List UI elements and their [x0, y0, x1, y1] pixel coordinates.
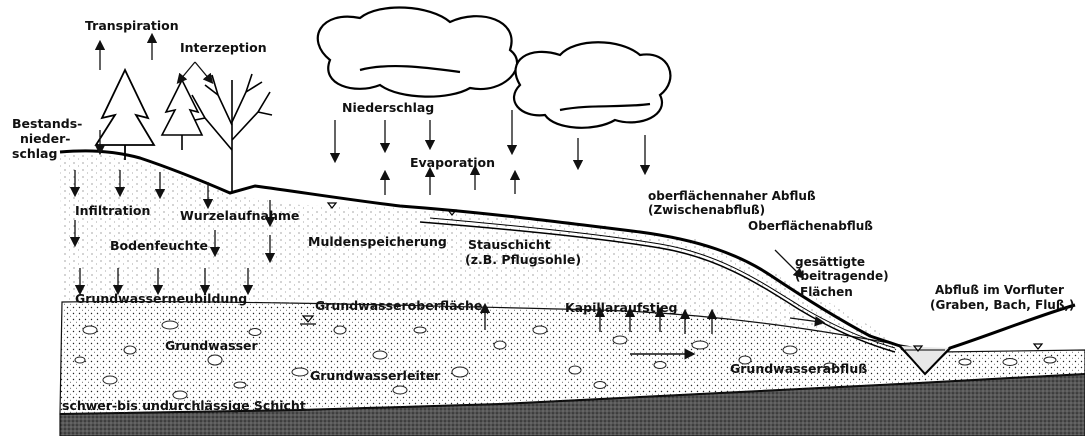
label-stauschicht-1: Stauschicht	[468, 237, 551, 252]
label-grundwasserabfluss: Grundwasserabfluß	[730, 361, 867, 376]
label-gw-oberflaeche: Grundwasseroberfläche	[315, 298, 482, 313]
label-grundwasserleiter: Grundwasserleiter	[310, 368, 441, 383]
label-bestand-3: schlag	[12, 146, 57, 161]
label-stauschicht-2: (z.B. Pflugsohle)	[465, 252, 581, 267]
label-grundwasser: Grundwasser	[165, 338, 259, 353]
label-wurzelaufnahme: Wurzelaufnahme	[180, 208, 299, 223]
label-kapillaraufstieg: Kapillaraufstieg	[565, 300, 677, 315]
label-gesaettigt-1: gesättigte	[795, 255, 865, 269]
label-gw-neubildung: Grundwasserneubildung	[75, 291, 247, 306]
label-oberflaechennah-1: oberflächennaher Abfluß	[648, 189, 816, 203]
label-bestand-1: Bestands-	[12, 116, 82, 131]
label-vorfluter-1: Abfluß im Vorfluter	[935, 283, 1064, 297]
label-gesaettigt-3: Flächen	[800, 285, 853, 299]
label-transpiration: Transpiration	[85, 18, 179, 33]
label-niederschlag: Niederschlag	[342, 100, 434, 115]
label-oberflaechenabfluss: Oberflächenabfluß	[748, 219, 873, 233]
label-vorfluter-2: (Graben, Bach, Fluß,)	[930, 298, 1075, 312]
label-evaporation: Evaporation	[410, 155, 495, 170]
conifer-tree-left	[96, 70, 154, 160]
label-muldenspeicherung: Muldenspeicherung	[308, 234, 447, 249]
label-oberflaechennah-2: (Zwischenabfluß)	[648, 203, 765, 217]
cloud-right	[514, 42, 670, 128]
label-interzeption: Interzeption	[180, 40, 267, 55]
deciduous-tree	[192, 74, 272, 192]
label-bodenfeuchte: Bodenfeuchte	[110, 238, 208, 253]
label-schwer: schwer-bis undurchlässige Schicht	[62, 398, 306, 413]
cloud-left	[318, 7, 517, 96]
label-bestand-2: nieder-	[20, 131, 70, 146]
label-infiltration: Infiltration	[75, 203, 150, 218]
conifer-tree-small	[162, 80, 202, 150]
label-gesaettigt-2: (beitragende)	[795, 269, 889, 283]
